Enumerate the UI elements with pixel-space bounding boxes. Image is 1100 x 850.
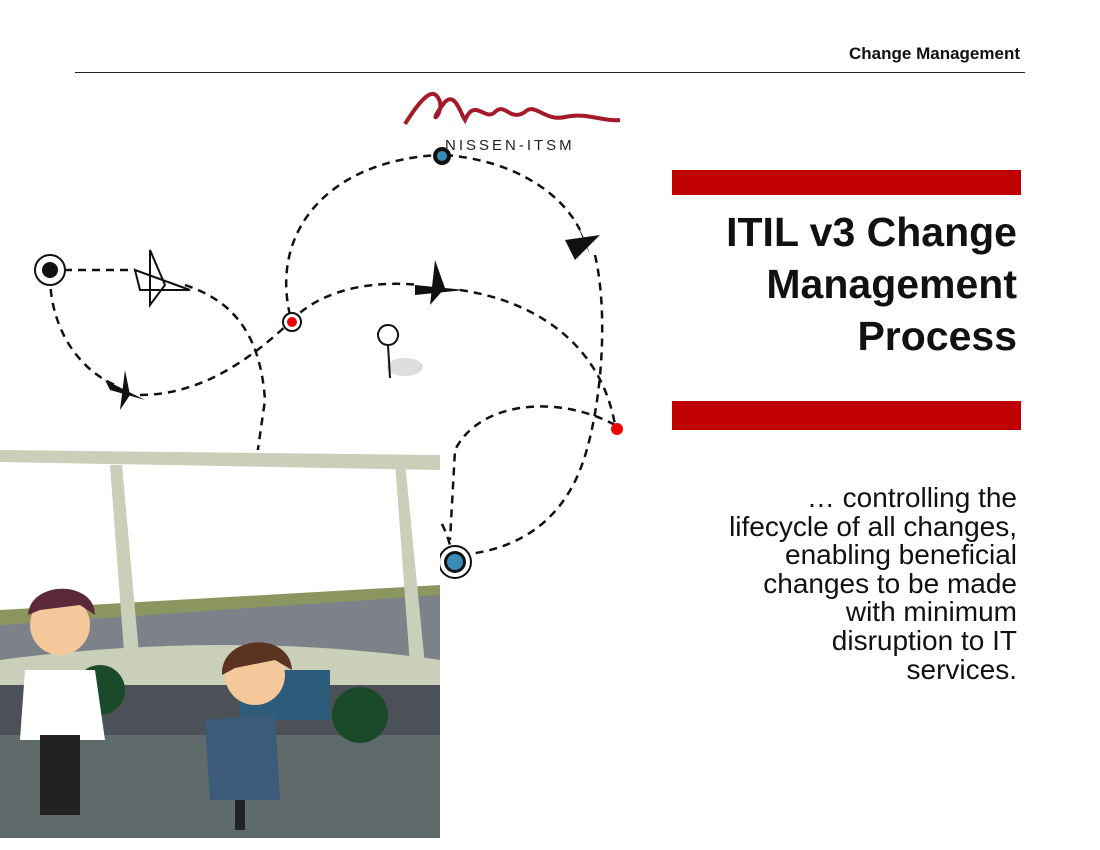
slide-description: … controlling the lifecycle of all chang…	[617, 482, 1017, 685]
title-line: Management	[766, 261, 1017, 307]
body-line: services.	[906, 653, 1017, 685]
body-line: lifecycle of all changes,	[729, 510, 1017, 542]
title-line: ITIL v3 Change	[726, 209, 1017, 255]
control-tower-scene	[0, 450, 440, 838]
body-line: with minimum	[845, 596, 1017, 628]
body-line: disruption to IT	[831, 624, 1017, 656]
slide-title: ITIL v3 Change Management Process	[657, 206, 1017, 362]
logo-script-mark	[403, 91, 621, 126]
logo-company-name: NISSEN-ITSM	[445, 137, 575, 154]
body-line: enabling beneficial	[785, 539, 1017, 571]
body-line: changes to be made	[763, 567, 1017, 599]
header-divider	[75, 72, 1025, 73]
accent-bar-top	[672, 170, 1021, 195]
company-logo	[395, 82, 625, 142]
accent-bar-bottom	[672, 401, 1021, 430]
body-line: … controlling the	[806, 482, 1017, 513]
title-line: Process	[857, 313, 1017, 359]
section-title: Change Management	[849, 44, 1020, 63]
